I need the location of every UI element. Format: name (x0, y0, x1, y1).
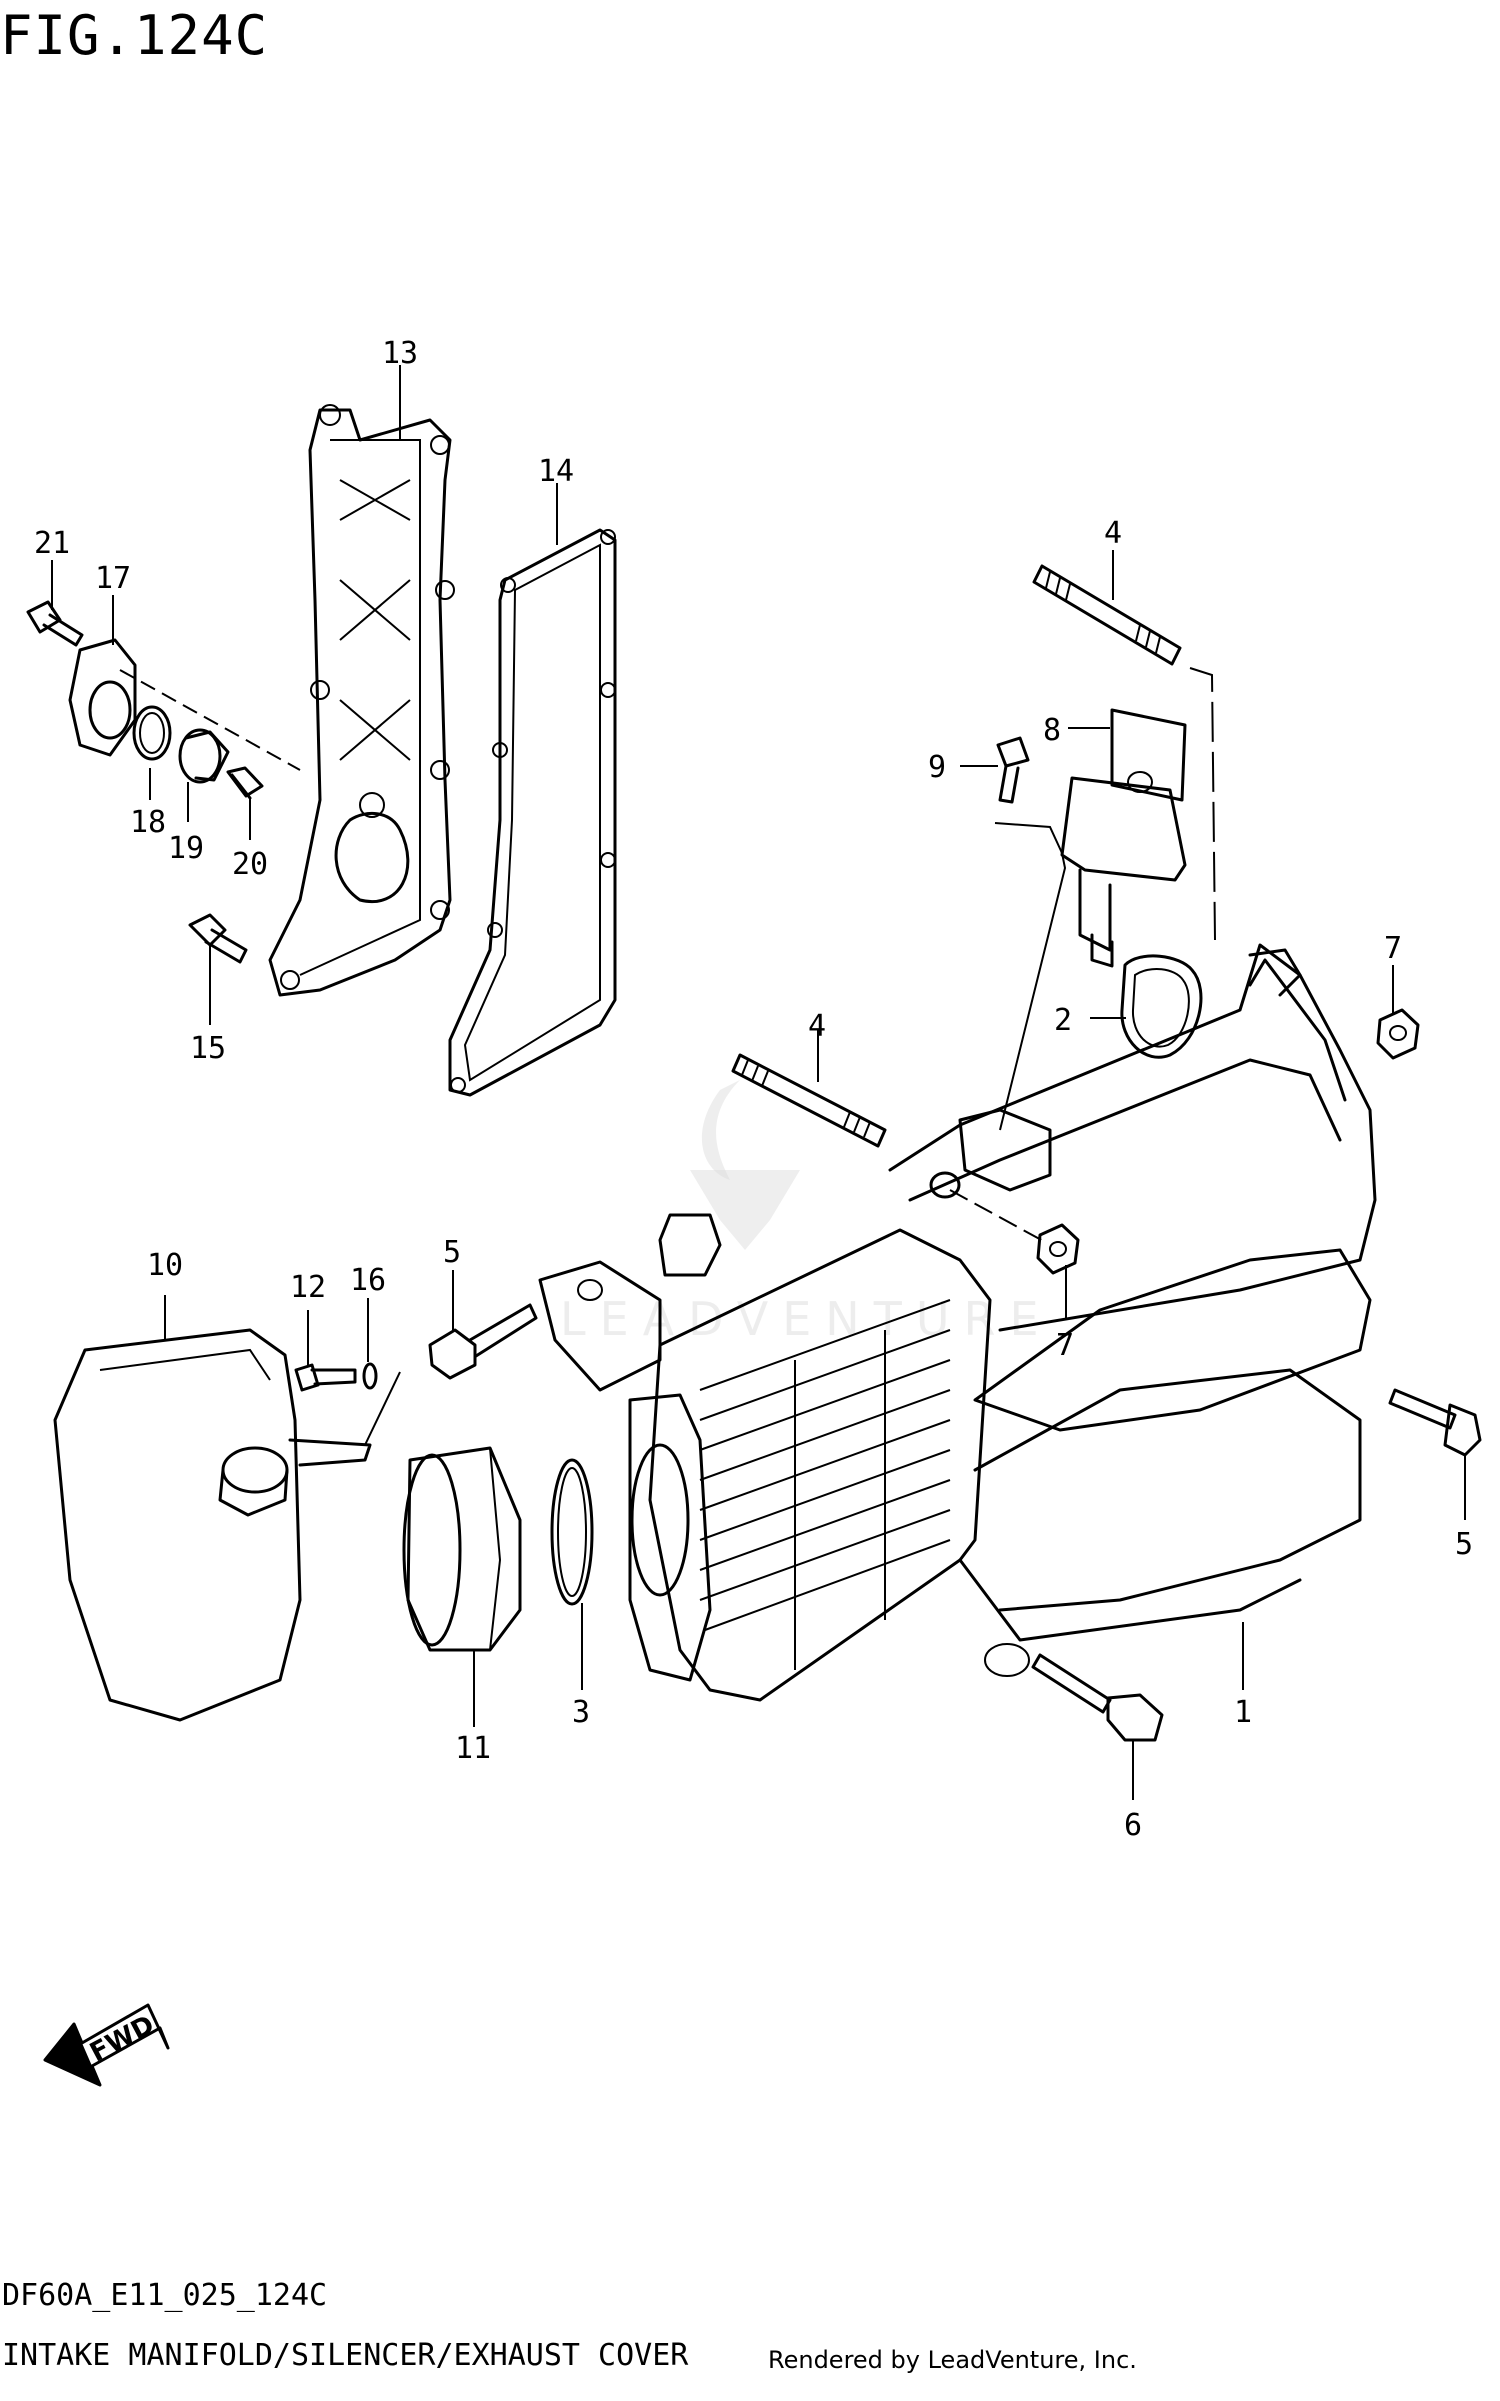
callout-3: 3 (572, 1695, 590, 1730)
leader-7-lower (949, 1189, 1046, 1243)
part-13-exhaust-cover (268, 404, 455, 997)
leader-9-8 (994, 822, 1067, 1131)
part-1-intake-manifold (538, 943, 1377, 1702)
part-15-bolt (188, 913, 248, 964)
callout-labels: 13 14 21 17 18 19 20 15 4 8 9 7 2 4 5 10… (34, 336, 1473, 1843)
part-4-stud-lower (731, 1053, 887, 1148)
part-18-o-ring (132, 705, 172, 761)
callout-2: 2 (1054, 1003, 1072, 1038)
fwd-arrow-icon: FWD (43, 2003, 170, 2087)
part-17-cap (68, 638, 137, 757)
part-4-stud-upper (1032, 564, 1182, 666)
part-21-bolt (26, 600, 84, 647)
callout-10: 10 (147, 1248, 183, 1283)
part-7-nut-upper (1376, 1008, 1420, 1060)
callout-20: 20 (232, 847, 268, 882)
watermark-text: LEADVENTURE (560, 1292, 1053, 1346)
watermark-logo (690, 1080, 800, 1250)
part-14-gasket (448, 528, 617, 1097)
callout-17: 17 (95, 561, 131, 596)
callout-12: 12 (290, 1270, 326, 1305)
callout-13: 13 (382, 336, 418, 371)
part-12-bolt (294, 1363, 357, 1392)
callout-5-left: 5 (443, 1235, 461, 1270)
callout-4-lower: 4 (808, 1009, 826, 1044)
part-20-bolt (226, 766, 264, 800)
part-7-nut-lower (1036, 1223, 1080, 1275)
callout-9: 9 (928, 750, 946, 785)
part-10-silencer (53, 1328, 372, 1722)
part-16-washer (362, 1362, 378, 1390)
callout-14: 14 (538, 454, 574, 489)
part-6-bolt (1031, 1653, 1164, 1742)
callout-7-upper: 7 (1384, 931, 1402, 966)
figure-code: DF60A_E11_025_124C (2, 2278, 328, 2313)
leader-lines (51, 365, 1466, 1800)
callout-11: 11 (455, 1731, 491, 1766)
figure-caption: INTAKE MANIFOLD/SILENCER/EXHAUST COVER (2, 2338, 689, 2373)
render-credit: Rendered by LeadVenture, Inc. (768, 2346, 1137, 2374)
leader-4-upper (1189, 667, 1216, 941)
callout-1: 1 (1234, 1695, 1252, 1730)
callout-6: 6 (1124, 1808, 1142, 1843)
leader-16 (364, 1371, 401, 1446)
callout-21: 21 (34, 526, 70, 561)
part-9-screw (996, 736, 1030, 804)
callout-16: 16 (350, 1263, 386, 1298)
figure-title: FIG.124C (0, 4, 269, 67)
leader-17-to-13 (119, 669, 301, 771)
callout-8: 8 (1043, 713, 1061, 748)
part-8-sensor (1060, 708, 1187, 968)
part-11-collar (402, 1446, 522, 1652)
callout-15: 15 (190, 1031, 226, 1066)
callout-18: 18 (130, 805, 166, 840)
callout-5-right: 5 (1455, 1527, 1473, 1562)
part-5-bolt-right (1388, 1388, 1482, 1457)
part-5-bolt-left (428, 1303, 538, 1380)
part-19-spacer (178, 728, 230, 784)
callout-7-lower: 7 (1056, 1328, 1074, 1363)
part-2-gasket (1120, 954, 1203, 1059)
callout-4-upper: 4 (1104, 516, 1122, 551)
callout-19: 19 (168, 831, 204, 866)
part-3-o-ring (550, 1458, 594, 1606)
